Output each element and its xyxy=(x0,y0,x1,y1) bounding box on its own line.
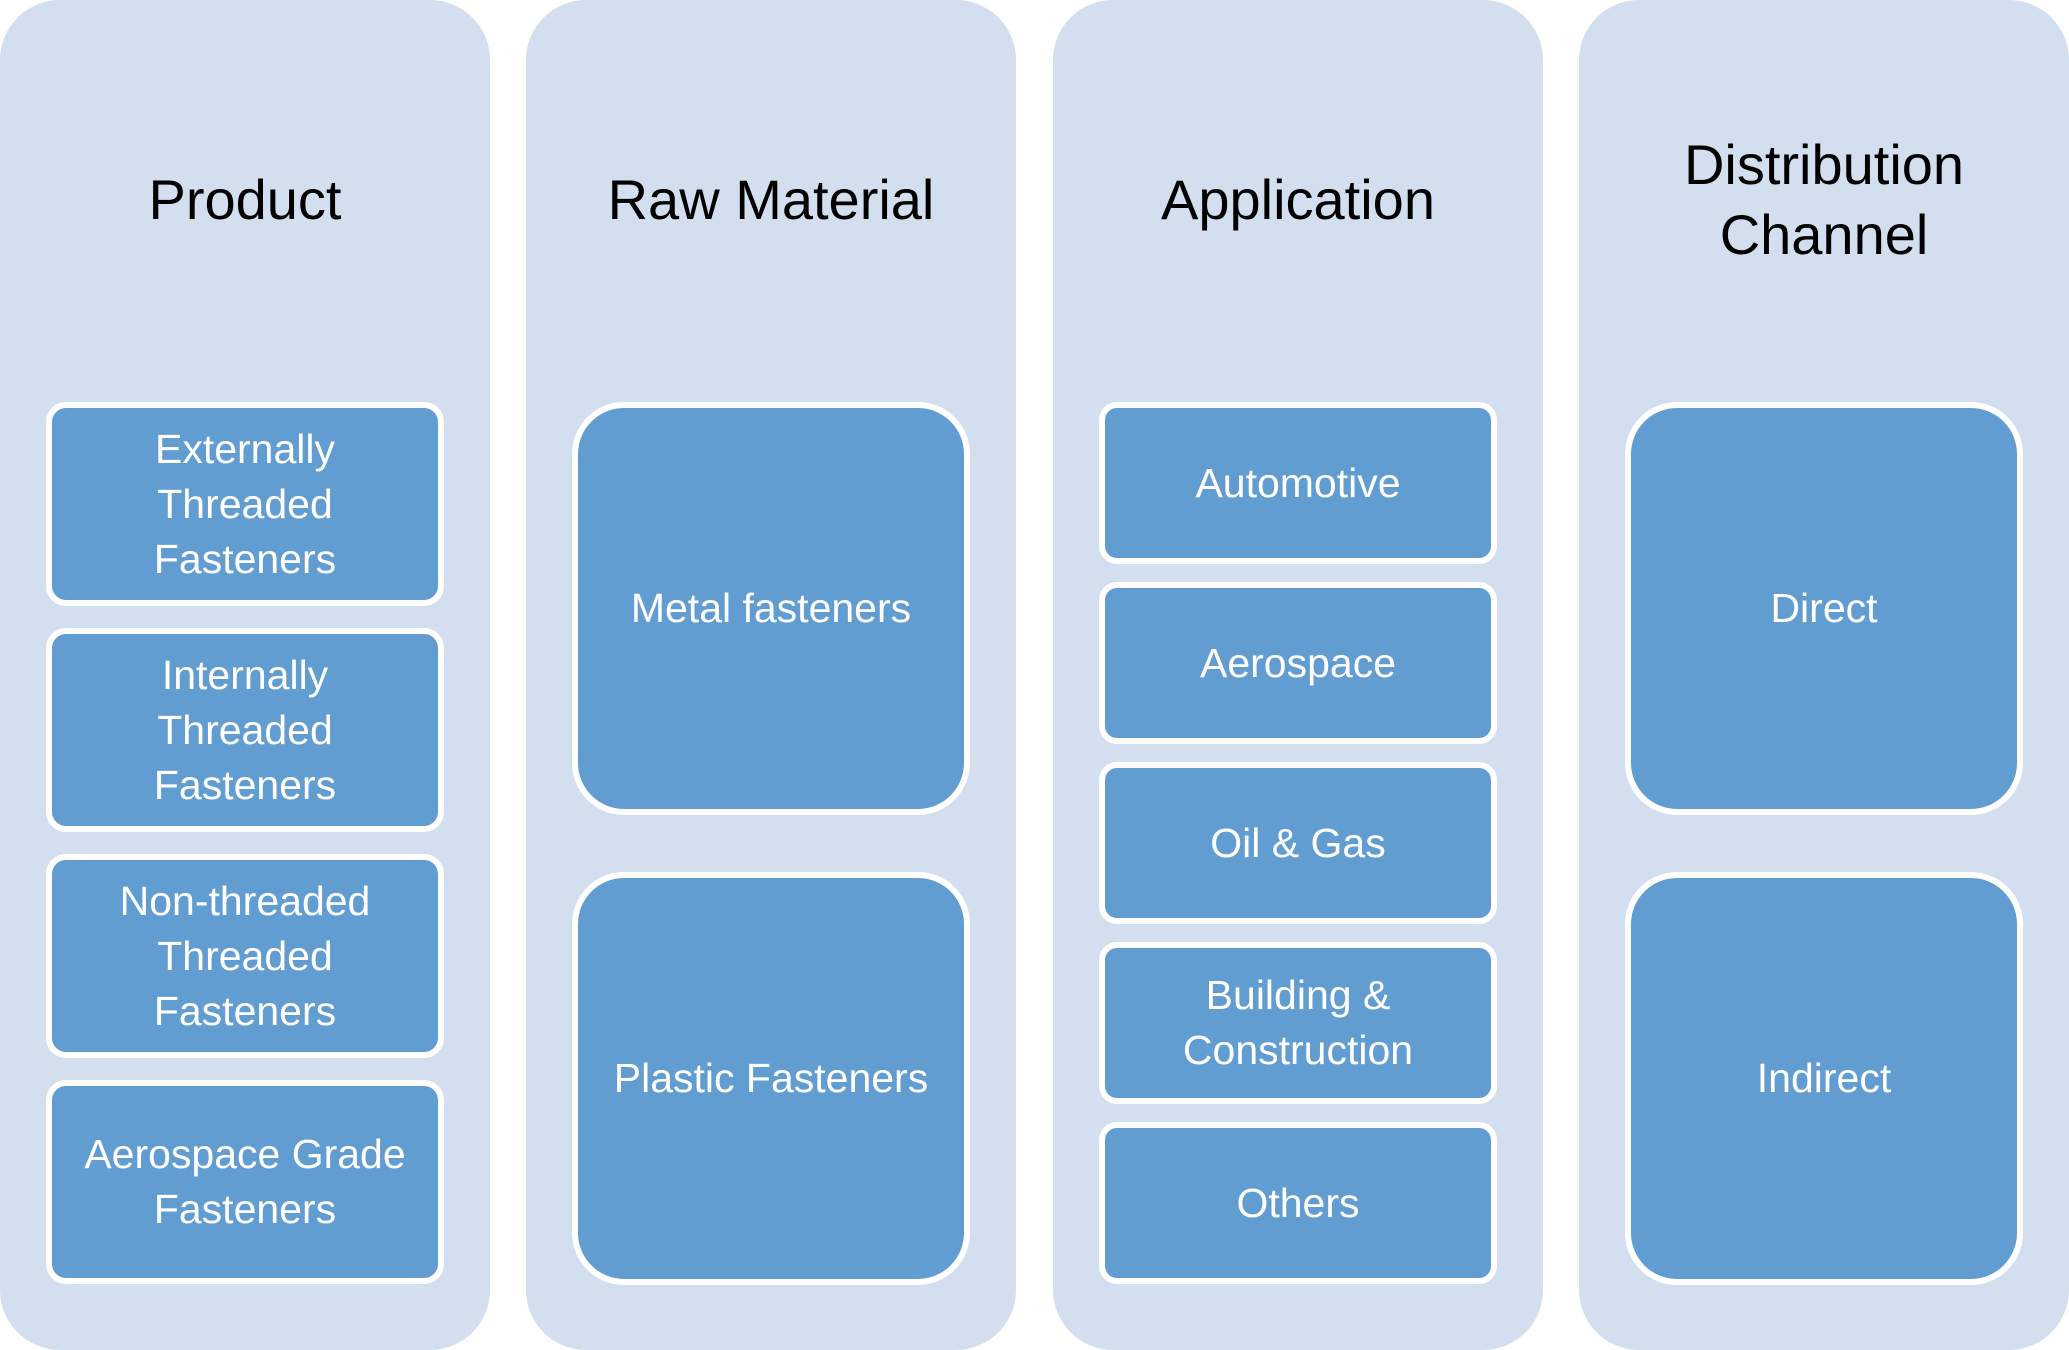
column-title: Raw Material xyxy=(607,168,935,231)
item-list: Externally Threaded Fasteners Internally… xyxy=(46,402,444,1285)
item-plastic-fasteners[interactable]: Plastic Fasteners xyxy=(572,872,970,1285)
column-raw-material: Raw Material Metal fasteners Plastic Fas… xyxy=(526,0,1016,1350)
item-automotive[interactable]: Automotive xyxy=(1099,402,1497,564)
column-application: Application Automotive Aerospace Oil & G… xyxy=(1053,0,1543,1350)
item-list: Automotive Aerospace Oil & Gas Building … xyxy=(1099,402,1497,1285)
item-oil-and-gas[interactable]: Oil & Gas xyxy=(1099,762,1497,924)
column-title: Product xyxy=(148,168,342,231)
item-aerospace[interactable]: Aerospace xyxy=(1099,582,1497,744)
item-list: Direct Indirect xyxy=(1625,402,2023,1285)
item-building-and-construction[interactable]: Building & Construction xyxy=(1099,942,1497,1104)
item-others[interactable]: Others xyxy=(1099,1122,1497,1284)
item-non-threaded-fasteners[interactable]: Non-threaded Threaded Fasteners xyxy=(46,854,444,1058)
item-metal-fasteners[interactable]: Metal fasteners xyxy=(572,402,970,815)
item-list: Metal fasteners Plastic Fasteners xyxy=(572,402,970,1285)
column-title: Application xyxy=(1161,168,1435,231)
column-distribution-channel: Distribution Channel Direct Indirect xyxy=(1579,0,2069,1350)
item-externally-threaded-fasteners[interactable]: Externally Threaded Fasteners xyxy=(46,402,444,606)
item-direct[interactable]: Direct xyxy=(1625,402,2023,815)
column-product: Product Externally Threaded Fasteners In… xyxy=(0,0,490,1350)
item-aerospace-grade-fasteners[interactable]: Aerospace Grade Fasteners xyxy=(46,1080,444,1284)
item-indirect[interactable]: Indirect xyxy=(1625,872,2023,1285)
item-internally-threaded-fasteners[interactable]: Internally Threaded Fasteners xyxy=(46,628,444,832)
column-title: Distribution Channel xyxy=(1683,133,1965,266)
